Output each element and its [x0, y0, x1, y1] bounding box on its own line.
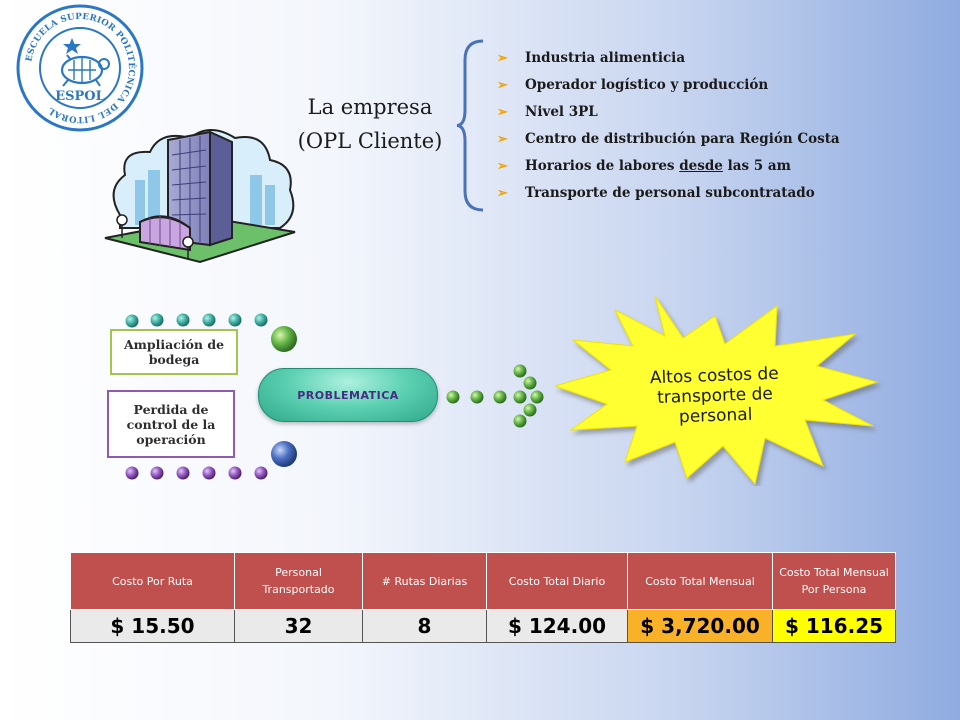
problematica-label: PROBLEMATICA — [297, 388, 399, 402]
problem-diagram-connectors — [125, 313, 544, 480]
arrow-bullet-icon: ➢ — [497, 105, 508, 120]
cause-label: Ampliación de bodega — [123, 337, 225, 367]
arrow-bullet-icon: ➢ — [497, 186, 508, 201]
effect-label: Altos costos de transporte de personal — [649, 363, 780, 428]
company-bullet-list: ➢Industria alimenticia ➢Operador logísti… — [497, 45, 840, 207]
cost-table: Costo Por Ruta Personal Transportado # R… — [70, 552, 896, 643]
table-header-cell: Personal Transportado — [234, 552, 363, 610]
table-header-cell: Costo Total Mensual — [627, 552, 773, 610]
bullet-item: ➢Nivel 3PL — [497, 99, 840, 126]
bullet-item: ➢Horarios de labores desde las 5 am — [497, 153, 840, 180]
logo-name: ESPOL — [55, 89, 105, 104]
table-header-row: Costo Por Ruta Personal Transportado # R… — [70, 552, 896, 610]
table-header-cell: Costo Por Ruta — [70, 552, 235, 610]
table-cell: 32 — [234, 609, 363, 643]
bullet-item: ➢Industria alimenticia — [497, 45, 840, 72]
table-header-cell: Costo Total Mensual Por Persona — [772, 552, 896, 610]
curly-brace — [456, 39, 484, 212]
company-title: La empresa (OPL Cliente) — [270, 90, 470, 158]
arrow-bullet-icon: ➢ — [497, 78, 508, 93]
cause-label: Perdida de control de la operación — [126, 401, 216, 447]
table-cell-highlight: $ 3,720.00 — [627, 609, 773, 643]
cause-box-ampliacion: Ampliación de bodega — [110, 329, 238, 375]
company-title-line2: (OPL Cliente) — [297, 129, 443, 153]
bullet-item: ➢Centro de distribución para Región Cost… — [497, 126, 840, 153]
bullet-item: ➢Operador logístico y producción — [497, 72, 840, 99]
table-row: $ 15.50 32 8 $ 124.00 $ 3,720.00 $ 116.2… — [70, 609, 896, 643]
starburst-shape — [555, 296, 879, 486]
company-title-line1: La empresa — [307, 95, 433, 119]
arrow-bullet-icon: ➢ — [497, 132, 508, 147]
table-cell: $ 15.50 — [70, 609, 235, 643]
arrow-bullet-icon: ➢ — [497, 159, 508, 174]
bullet-item: ➢Transporte de personal subcontratado — [497, 180, 840, 207]
table-cell: 8 — [362, 609, 487, 643]
office-building-icon — [104, 129, 296, 264]
table-header-cell: Costo Total Diario — [486, 552, 628, 610]
espol-logo: ESCUELA SUPERIOR POLITÉCNICA DEL LITORAL… — [16, 4, 144, 132]
table-cell: $ 124.00 — [486, 609, 628, 643]
problematica-node: PROBLEMATICA — [258, 368, 438, 422]
table-header-cell: # Rutas Diarias — [362, 552, 487, 610]
arrow-bullet-icon: ➢ — [497, 51, 508, 66]
cause-box-perdida: Perdida de control de la operación — [107, 390, 235, 458]
table-cell-highlight: $ 116.25 — [772, 609, 896, 643]
